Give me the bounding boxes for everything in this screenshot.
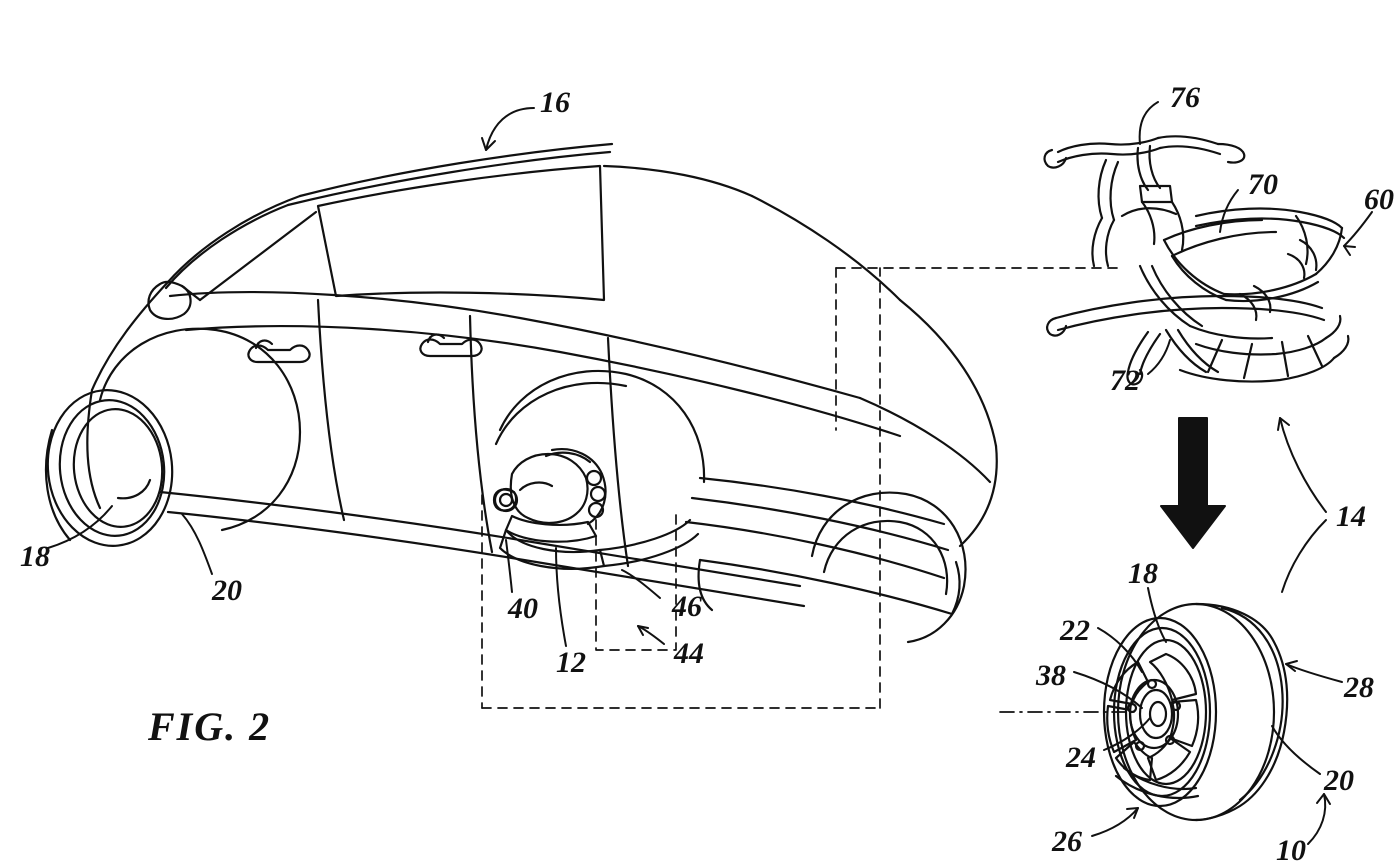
reference-numerals: 18 16 20 40 12 46 44 76 70 60 72 14 18 2… — [20, 81, 1394, 867]
ref-46: 46 — [671, 590, 702, 623]
ref-70: 70 — [1248, 168, 1278, 201]
ref-20b: 20 — [1323, 764, 1354, 797]
leader-lines — [47, 101, 1373, 845]
scooter-assembly — [1043, 135, 1350, 386]
front-wheel — [44, 389, 174, 547]
ref-76: 76 — [1170, 81, 1200, 114]
ref-72: 72 — [1110, 364, 1140, 397]
wheel-assembly-exploded — [999, 602, 1289, 822]
ref-28: 28 — [1343, 671, 1374, 704]
ref-26: 26 — [1051, 825, 1082, 858]
ref-60: 60 — [1364, 183, 1394, 216]
ref-22: 22 — [1059, 614, 1090, 647]
ref-38: 38 — [1035, 659, 1066, 692]
vehicle-body — [86, 142, 998, 644]
ref-24: 24 — [1065, 741, 1096, 774]
ref-40: 40 — [507, 592, 538, 625]
axle-hub-assembly — [492, 448, 700, 570]
figure-label: FIG. 2 — [147, 704, 271, 749]
ref-16: 16 — [540, 86, 570, 119]
ref-10: 10 — [1276, 834, 1306, 867]
ref-14: 14 — [1336, 500, 1366, 533]
ref-20: 20 — [211, 574, 242, 607]
ref-16a: 18 — [20, 540, 50, 573]
construction-lines — [481, 267, 1121, 709]
ref-18b: 18 — [1128, 557, 1158, 590]
down-arrow — [1160, 417, 1226, 549]
ref-12: 12 — [556, 646, 586, 679]
ref-44: 44 — [673, 637, 704, 670]
